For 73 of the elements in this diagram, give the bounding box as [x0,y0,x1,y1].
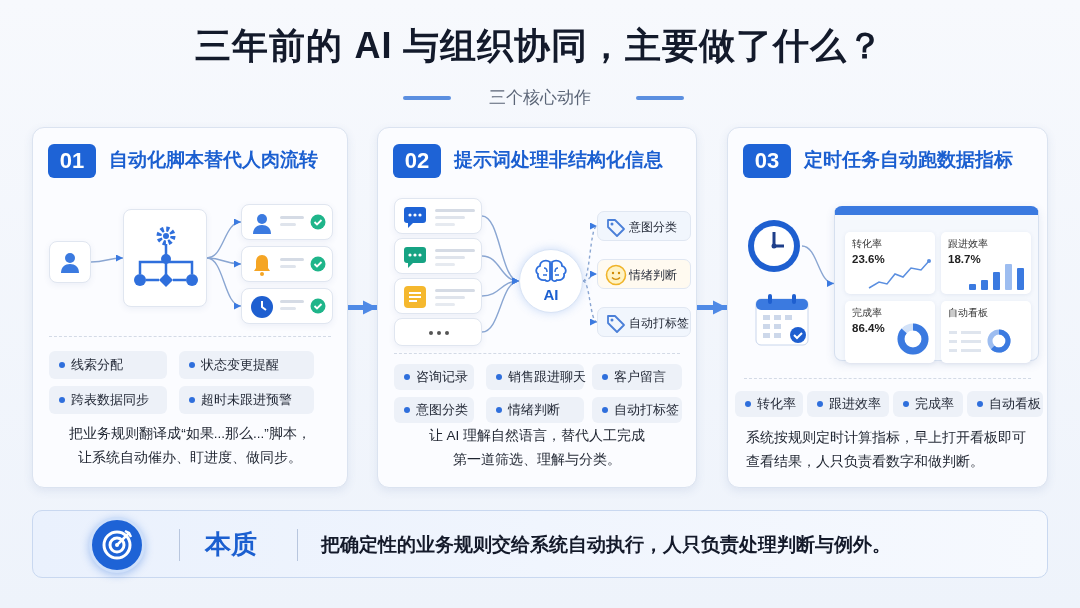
metric-tile [845,301,935,363]
number-badge: 03 [743,144,791,178]
metric-tile [845,232,935,294]
message-card [394,278,482,314]
result-card [241,288,333,324]
keyword-chip: 完成率 [893,391,963,417]
tag-box [597,211,691,241]
tag-label: 意图分类 [629,219,677,236]
step-card [32,127,348,488]
tag-label: 自动打标签 [629,315,689,332]
tag-box [597,259,691,289]
keyword-chip: 自动打标签 [592,397,682,423]
metric-tile [941,301,1031,363]
card-description: 把业务规则翻译成“如果...那么...”脚本，让系统自动催办、盯进度、做同步。 [69,425,311,467]
arrow [582,225,598,282]
metric-tile [941,232,1031,294]
arrow [206,219,242,259]
arrow [90,254,124,263]
keyword-chip: 跟进效率 [807,391,889,417]
keyword-chip: 状态变更提醒 [179,351,314,379]
message-card [394,318,482,346]
arrow [348,300,377,315]
summary-band [32,510,1048,578]
summary-heading: 本质 [205,528,257,561]
keyword-chip: 线索分配 [49,351,167,379]
card-title: 提示词处理非结构化信息 [454,148,663,172]
arrow [697,300,727,315]
calendar-icon [754,293,810,347]
metric-name: 完成率 [852,307,882,320]
tag-box [597,307,691,337]
keyword-chip: 销售跟进聊天 [486,364,584,390]
page-title: 三年前的 AI 与组织协同，主要做了什么？ [195,25,885,66]
arrow [582,280,598,323]
step-card [727,127,1048,488]
flow-box [123,209,207,307]
dashboard-window [834,206,1039,361]
card-title: 自动化脚本替代人肉流转 [109,148,318,172]
ai-node [519,249,583,313]
number-badge: 02 [393,144,441,178]
subtitle: 三个核心动作 [489,88,591,107]
metric-value: 86.4% [852,322,885,334]
message-card [394,238,482,274]
card-description: 让 AI 理解自然语言，替代人工完成第一道筛选、理解与分类。 [427,427,647,469]
keyword-chip: 跨表数据同步 [49,386,167,414]
metric-name: 转化率 [852,238,882,251]
keyword-chip: 客户留言 [592,364,682,390]
metric-name: 跟进效率 [948,238,988,251]
card-description: 系统按规则定时计算指标，早上打开看板即可查看结果，人只负责看数字和做判断。 [746,429,1027,471]
user-box [49,241,91,283]
arrow [206,257,242,308]
keyword-chip: 自动看板 [967,391,1043,417]
keyword-chip: 情绪判断 [486,397,584,423]
target-icon [89,517,145,573]
metric-name: 自动看板 [948,307,988,320]
step-card [377,127,697,488]
summary-text: 把确定性的业务规则交给系统自动执行，人只负责处理判断与例外。 [321,533,891,557]
keyword-chip: 超时未跟进预警 [179,386,314,414]
tag-label: 情绪判断 [629,267,677,284]
ai-label: AI [542,286,560,303]
arrow [582,271,598,282]
number-badge: 01 [48,144,96,178]
message-card [394,198,482,234]
clock-icon [746,218,802,274]
keyword-chip: 意图分类 [394,397,474,423]
arrow [481,279,520,333]
result-card [241,204,333,240]
result-card [241,246,333,282]
keyword-chip: 转化率 [735,391,803,417]
keyword-chip: 咨询记录 [394,364,474,390]
arrow [801,245,835,286]
card-title: 定时任务自动跑数据指标 [804,148,1013,172]
metric-value: 23.6% [852,253,885,265]
metric-value: 18.7% [948,253,981,265]
